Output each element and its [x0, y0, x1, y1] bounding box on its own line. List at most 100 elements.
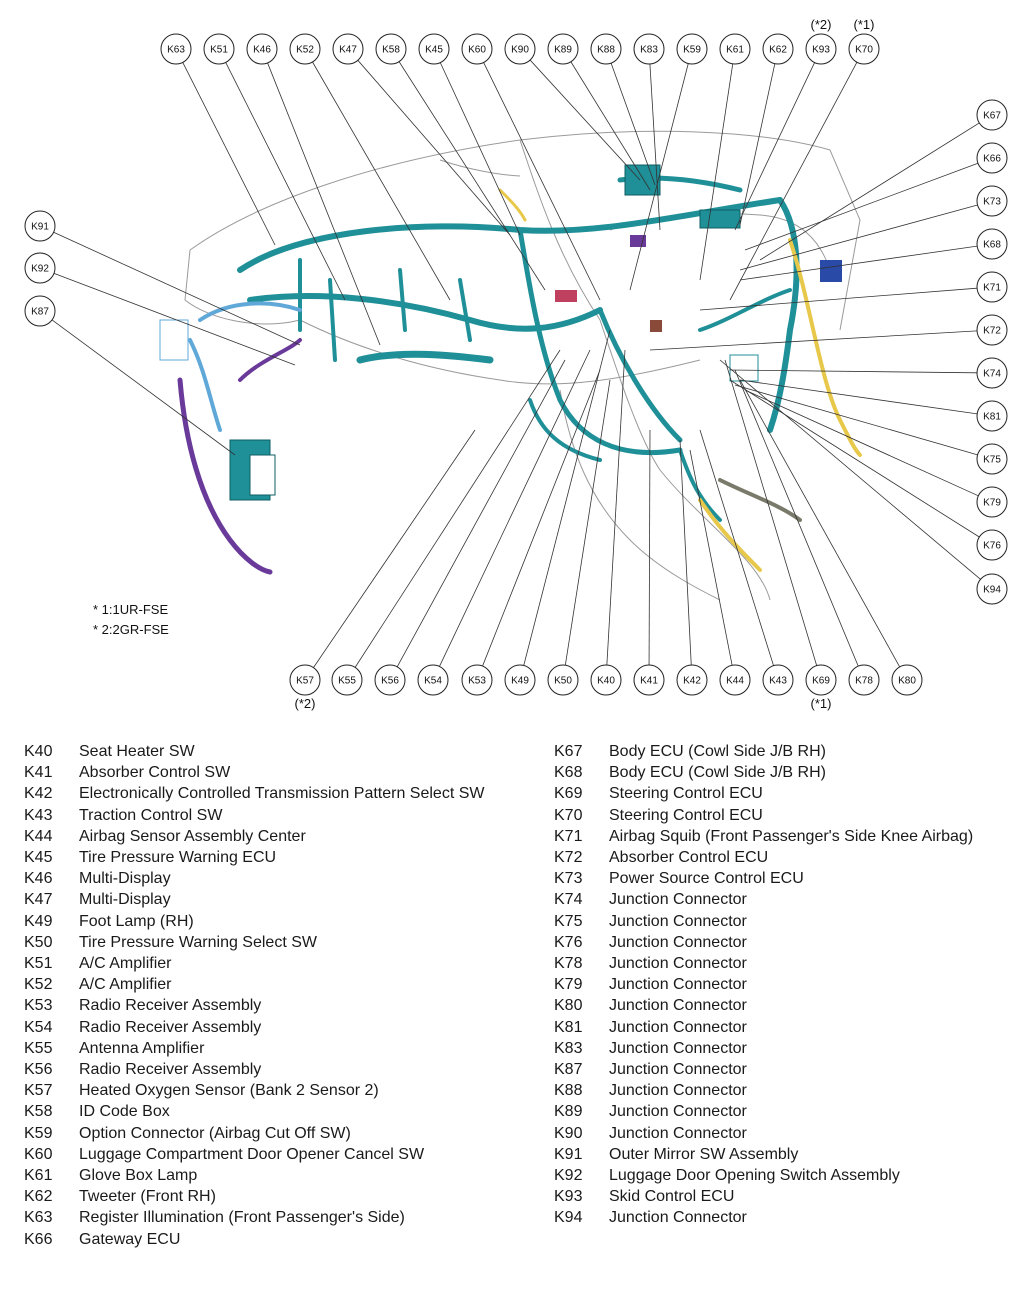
callout-circle: [805, 33, 837, 65]
callout-circle: [976, 314, 1008, 346]
callout-k51: K51: [203, 33, 235, 65]
legend-code: K57: [24, 1082, 53, 1100]
legend-code: K75: [554, 912, 583, 930]
footnote-1: * 1:1UR-FSE: [93, 602, 168, 617]
legend-description: ID Code Box: [79, 1103, 170, 1121]
callout-code: K55: [338, 676, 356, 687]
footnotes: * 1:1UR-FSE * 2:2GR-FSE: [93, 602, 169, 637]
callout-code: K83: [640, 45, 658, 56]
callout-code: K63: [167, 45, 185, 56]
leader-line: [564, 379, 611, 666]
legend-code: K49: [24, 912, 53, 930]
callout-circle: [976, 185, 1008, 217]
callout-code: K73: [983, 197, 1001, 208]
legend-code: K56: [24, 1061, 53, 1079]
legend-row-k73: K73 Power Source Control ECU: [554, 868, 1024, 889]
leader-line: [739, 245, 978, 281]
legend-code: K71: [554, 827, 583, 845]
leader-line: [610, 62, 656, 186]
connector-blocks: [159, 164, 842, 501]
footnote-2: * 2:2GR-FSE: [93, 622, 169, 637]
leader-line: [225, 62, 346, 301]
legend-description: Junction Connector: [609, 933, 747, 951]
leader-line: [744, 162, 979, 251]
callout-k75: K75: [976, 443, 1008, 475]
callout-circle: [719, 664, 751, 696]
callout-k79: K79: [976, 486, 1008, 518]
legend-description: Junction Connector: [609, 891, 747, 909]
legend-description: Power Source Control ECU: [609, 870, 804, 888]
legend-description: Heated Oxygen Sensor (Bank 2 Sensor 2): [79, 1082, 379, 1100]
legend-description: Junction Connector: [609, 955, 747, 973]
callout-circle: [24, 210, 56, 242]
callout-circle: [676, 33, 708, 65]
callout-note: (*1): [811, 696, 832, 711]
legend-description: Junction Connector: [609, 997, 747, 1015]
callout-circle: [203, 33, 235, 65]
leader-line: [729, 369, 978, 374]
callout-circle: [762, 664, 794, 696]
legend-code: K81: [554, 1018, 583, 1036]
wire-harness: [177, 175, 862, 575]
legend-description: A/C Amplifier: [79, 976, 172, 994]
callout-k68: K68: [976, 228, 1008, 260]
leader-line: [724, 359, 818, 666]
callout-k62: K62: [762, 33, 794, 65]
callout-code: K70: [855, 45, 873, 56]
legend-description: Luggage Compartment Door Opener Cancel S…: [79, 1145, 425, 1163]
legend-code: K78: [554, 955, 583, 973]
leader-line: [357, 60, 511, 236]
callout-circle: [976, 99, 1008, 131]
callout-circle: [289, 664, 321, 696]
callout-note: (*1): [854, 17, 875, 32]
leader-line: [648, 429, 651, 666]
callout-k91: K91: [24, 210, 56, 242]
callout-k63: K63: [160, 33, 192, 65]
callout-code: K43: [769, 676, 787, 687]
leader-line: [482, 369, 601, 667]
callout-circle: [332, 33, 364, 65]
legend-description: Skid Control ECU: [609, 1188, 735, 1206]
legend-description: Gateway ECU: [79, 1230, 181, 1248]
callout-k42: K42: [676, 664, 708, 696]
leader-line: [719, 359, 981, 580]
leader-lines: [51, 59, 981, 668]
callout-k81: K81: [976, 400, 1008, 432]
callout-k43: K43: [762, 664, 794, 696]
callout-circle: [504, 33, 536, 65]
callout-circle: [461, 664, 493, 696]
callout-code: K45: [425, 45, 443, 56]
callout-k45: K45: [418, 33, 450, 65]
callout-k56: K56: [374, 664, 406, 696]
legend-code: K51: [24, 955, 53, 973]
callout-circle: [246, 33, 278, 65]
callout-circle: [417, 664, 449, 696]
callout-circle: [418, 33, 450, 65]
legend-description: Absorber Control ECU: [609, 849, 769, 867]
callout-k53: K53: [461, 664, 493, 696]
legend-description: Junction Connector: [609, 1039, 747, 1057]
leader-line: [53, 231, 301, 346]
leader-line: [729, 62, 858, 301]
leader-line: [734, 384, 978, 456]
callout-circle: [848, 664, 880, 696]
callout-code: K40: [597, 676, 615, 687]
leader-line: [759, 122, 980, 261]
callout-circle: [590, 664, 622, 696]
callout-circle: [848, 33, 880, 65]
legend-description: Body ECU (Cowl Side J/B RH): [609, 764, 826, 782]
legend-description: Airbag Sensor Assembly Center: [79, 827, 306, 845]
legend-code: K73: [554, 870, 583, 888]
